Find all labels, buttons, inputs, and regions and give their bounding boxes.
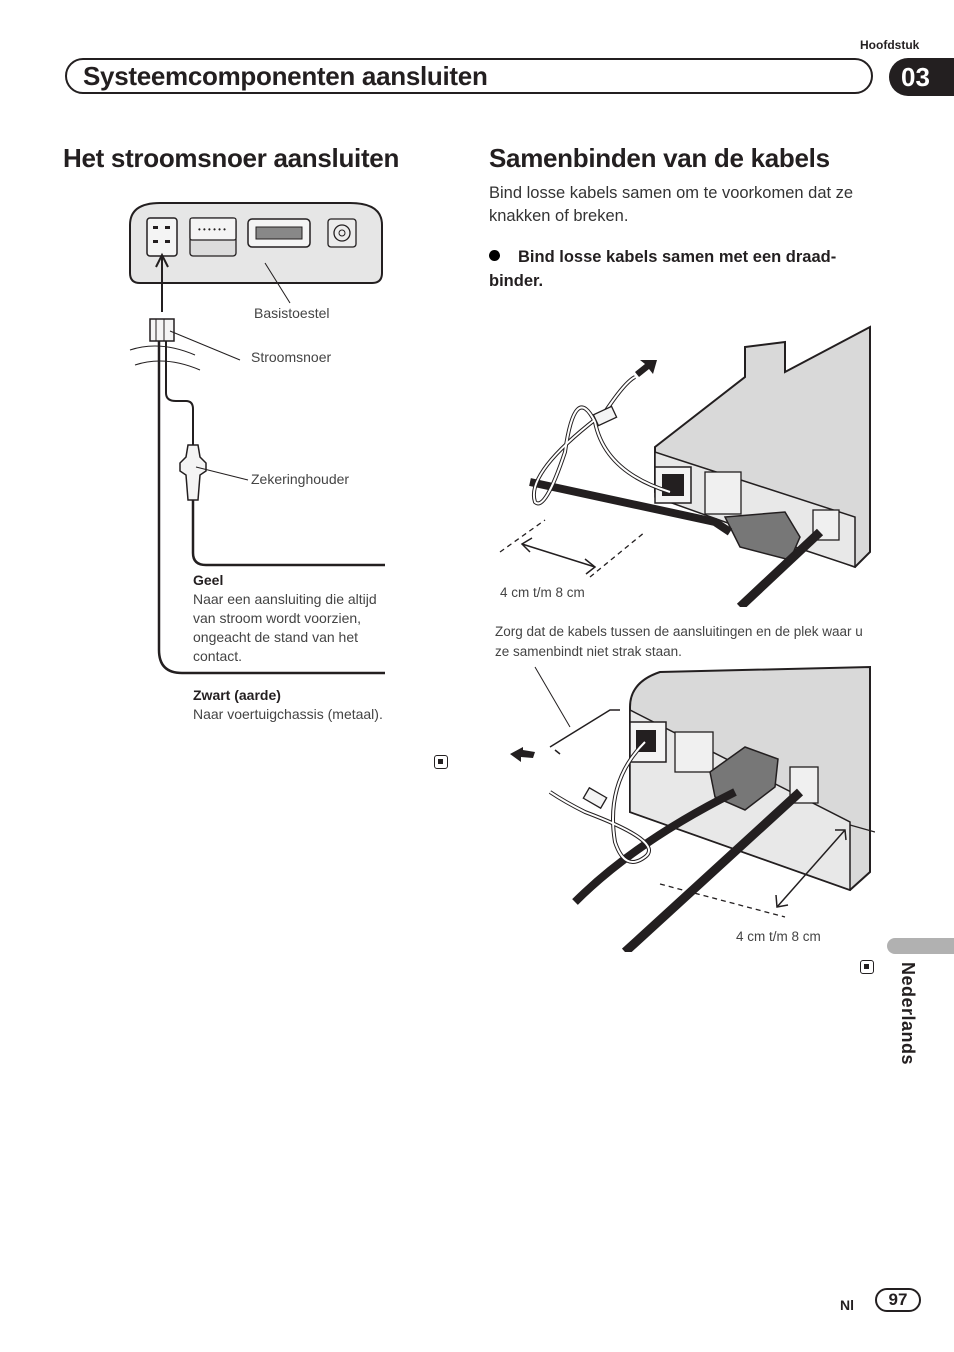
cable-tie-figure-1 [499, 325, 871, 607]
language-label: Nederlands [898, 962, 918, 1066]
antenna-port [327, 218, 357, 248]
label-fuse-holder: Zekeringhouder [251, 471, 350, 487]
intro-text: Bind losse kabels samen om te voorkomen … [489, 184, 854, 225]
figure-caption: Zorg dat de kabels tussen de aansluiting… [495, 624, 863, 659]
svg-text:• • • • • •: • • • • • • [198, 225, 226, 234]
section-end-mark-icon [434, 755, 448, 769]
label-main-unit: Basistoestel [254, 305, 330, 321]
label-power-cord: Stroomsnoer [251, 349, 332, 365]
distance-label-1: 4 cm t/m 8 cm [500, 585, 585, 600]
power-cord-diagram: • • • • • • [129, 202, 385, 675]
black-wire-title: Zwart (aarde) [193, 687, 281, 703]
page-number: 97 [875, 1288, 921, 1312]
yellow-wire-title: Geel [193, 572, 224, 588]
black-wire-description: Zwart (aarde) Naar voertuigchassis (meta… [193, 686, 393, 724]
power-plug [149, 318, 175, 342]
distance-label-2: 4 cm t/m 8 cm [736, 929, 821, 944]
language-tab [887, 938, 954, 954]
heading-bundling-cables: Samenbinden van de kabels [489, 143, 830, 173]
heading-power-cord: Het stroomsnoer aansluiten [63, 143, 400, 173]
fuse-holder [179, 444, 207, 501]
yellow-wire-text: Naar een aansluiting die altijd van stro… [193, 591, 377, 664]
chapter-label: Hoofdstuk [860, 38, 920, 52]
cable-tie-figure-2 [510, 665, 875, 952]
bullet-instruction: Bind losse kabels samen met een draad-bi… [489, 245, 889, 293]
language-code: Nl [840, 1297, 854, 1313]
bullet-icon [489, 250, 500, 261]
section-bar [65, 58, 873, 94]
yellow-wire-description: Geel Naar een aansluiting die altijd van… [193, 571, 393, 666]
section-title: Systeemcomponenten aansluiten [83, 61, 488, 91]
power-port [146, 217, 178, 257]
bullet-text: Bind losse kabels samen met een draad-bi… [489, 248, 837, 290]
chapter-number-badge: 03 [889, 58, 954, 96]
black-wire-text: Naar voertuigchassis (metaal). [193, 706, 383, 722]
section-end-mark-icon-2 [860, 960, 874, 974]
